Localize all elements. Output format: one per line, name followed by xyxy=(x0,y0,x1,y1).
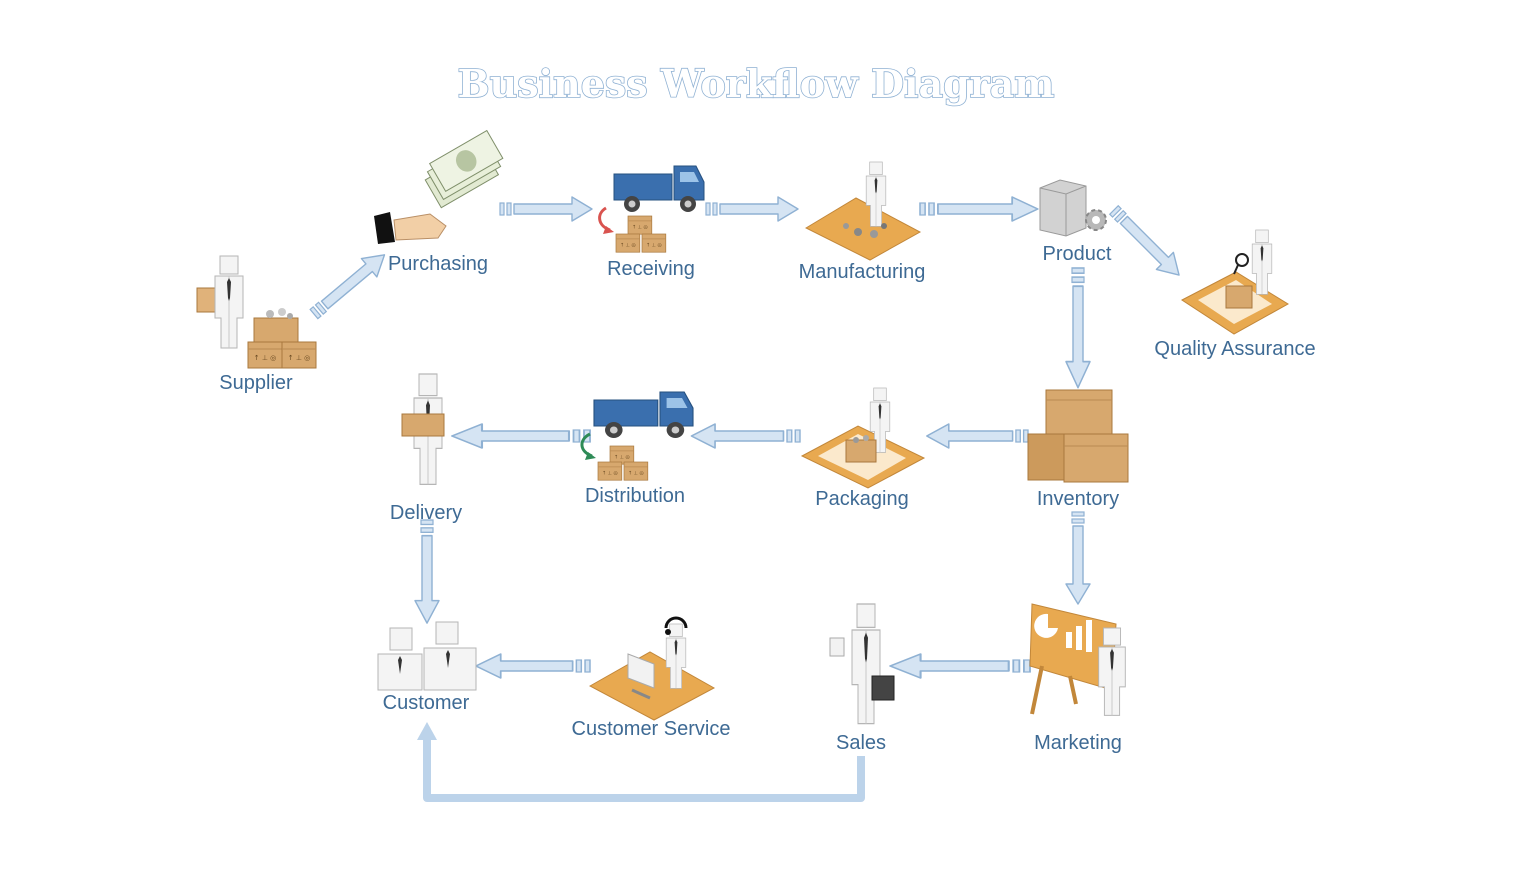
headset-agent-icon xyxy=(588,616,716,721)
delivery-person-icon xyxy=(401,373,445,485)
truck-distribution-icon xyxy=(580,391,694,481)
diagram-title: Business Workflow Diagram xyxy=(457,61,1054,106)
packaging-icon xyxy=(800,387,926,489)
node-label: Marketing xyxy=(1034,732,1122,754)
edge-supplier-purchasing xyxy=(305,244,393,324)
node-label: Receiving xyxy=(607,258,695,280)
edge-packaging-distribution xyxy=(690,423,801,449)
edge-inventory-marketing xyxy=(1065,511,1091,605)
node-label: Packaging xyxy=(815,488,908,510)
edge-inventory-packaging xyxy=(926,423,1029,449)
product-gear-icon xyxy=(1039,179,1107,237)
node-purchasing[interactable]: Purchasing xyxy=(374,129,509,275)
money-hand-icon xyxy=(374,129,504,244)
node-label: Inventory xyxy=(1037,488,1119,510)
quality-inspection-icon xyxy=(1181,229,1289,335)
edge-purchasing-receiving xyxy=(499,196,593,222)
node-packaging[interactable]: Packaging xyxy=(800,387,926,510)
edge-marketing-sales xyxy=(889,652,1032,680)
node-delivery[interactable]: Delivery xyxy=(390,373,462,524)
node-label: Customer xyxy=(383,692,470,714)
node-distribution[interactable]: Distribution xyxy=(580,391,694,507)
node-label: Manufacturing xyxy=(799,261,926,283)
node-quality[interactable]: Quality Assurance xyxy=(1154,229,1316,360)
salesman-icon xyxy=(829,603,895,725)
edge-product-quality xyxy=(1104,200,1189,285)
node-inventory[interactable]: Inventory xyxy=(1027,389,1129,510)
node-label: Supplier xyxy=(219,372,293,394)
node-label: Distribution xyxy=(585,485,685,507)
edge-delivery-customer xyxy=(414,519,440,624)
node-marketing[interactable]: Marketing xyxy=(1029,603,1126,754)
edge-sales-customer xyxy=(417,722,865,802)
edge-manufacturing-product xyxy=(919,196,1039,222)
node-label: Customer Service xyxy=(572,718,731,740)
node-customer[interactable]: Customer xyxy=(377,621,477,714)
node-label: Sales xyxy=(836,732,886,754)
node-product[interactable]: Product xyxy=(1039,179,1112,265)
supplier-icon xyxy=(196,255,317,369)
customers-icon xyxy=(377,621,477,691)
node-label: Quality Assurance xyxy=(1154,338,1315,360)
boxes-stack-icon xyxy=(1027,389,1129,483)
edge-distribution-delivery xyxy=(450,422,592,450)
presentation-board-icon xyxy=(1029,603,1126,716)
node-supplier[interactable]: Supplier xyxy=(196,255,317,394)
truck-receiving-icon xyxy=(598,165,705,253)
node-receiving[interactable]: Receiving xyxy=(598,165,705,280)
edge-receiving-manufacturing xyxy=(705,196,799,222)
edge-customer-service-customer xyxy=(475,653,591,679)
node-label: Delivery xyxy=(390,502,462,524)
manufacturing-icon xyxy=(804,161,922,261)
node-label: Purchasing xyxy=(388,253,488,275)
node-label: Product xyxy=(1043,243,1112,265)
node-customer-service[interactable]: Customer Service xyxy=(572,616,731,740)
node-manufacturing[interactable]: Manufacturing xyxy=(799,161,926,283)
node-sales[interactable]: Sales xyxy=(829,603,895,754)
edge-product-inventory xyxy=(1065,267,1091,389)
